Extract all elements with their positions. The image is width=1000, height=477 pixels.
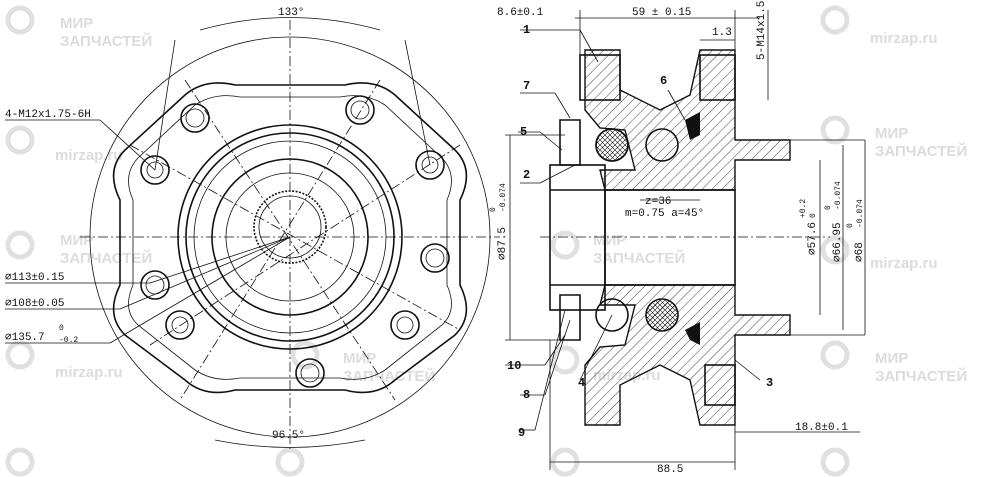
thread-note-label: 4-M12x1.75-6H	[5, 109, 91, 121]
watermark-domain: mirzap.ru	[870, 30, 938, 47]
section-view: 1 2 3 4 5 6 7 8 9 10 8.6±0.1 59 ± 0.15 1…	[489, 1, 866, 476]
watermark: mirzap.ru	[820, 5, 938, 47]
watermark-domain: mirzap.ru	[870, 255, 938, 272]
dia-113-label: ⌀113±0.15	[5, 272, 64, 284]
dim-57-tol-upper: +0.2	[799, 199, 808, 218]
watermark-line1: МИР	[60, 232, 93, 249]
watermark-line1: МИР	[60, 15, 93, 32]
dim-57: ⌀57.6	[807, 222, 819, 255]
ball-lower-inner	[595, 298, 629, 332]
dim-88-5: 88.5	[657, 464, 683, 476]
watermark-line1: МИР	[343, 350, 376, 367]
callout-4: 4	[578, 376, 585, 390]
centerline-diag3	[184, 79, 396, 401]
dim-68-tol-upper: 0	[846, 223, 855, 228]
callout-8: 8	[523, 388, 530, 402]
watermark-line1: МИР	[593, 232, 626, 249]
watermark-line2: ЗАПЧАСТЕЙ	[343, 367, 435, 385]
callout-3: 3	[766, 376, 773, 390]
watermark: mirzap.ru	[5, 340, 123, 381]
stud-right	[699, 54, 736, 101]
dim-66: ⌀66.95	[832, 222, 844, 262]
watermark: mirzap.ru	[820, 235, 938, 272]
centerline-diag2	[149, 144, 461, 346]
watermark: МИР ЗАПЧАСТЕЙ	[550, 230, 685, 267]
dim-18-8: 18.8±0.1	[795, 422, 848, 434]
seal-ring-upper	[685, 112, 700, 140]
dia-108-label: ⌀108±0.05	[5, 298, 64, 310]
top-angle-label: 133°	[278, 7, 304, 19]
front-view: 133° 96.5° 4-M12x1.75-6H ⌀113±0.15 ⌀108±…	[5, 7, 500, 450]
callout-7: 7	[523, 79, 530, 93]
dia-135-tol-upper: 0	[59, 324, 64, 333]
watermark	[275, 447, 305, 477]
watermark-line2: ЗАПЧАСТЕЙ	[60, 249, 152, 267]
spline-m: m=0.75 a=45°	[625, 208, 704, 220]
dim-68-tol-lower: -0.074	[856, 199, 865, 228]
watermark-line2: ЗАПЧАСТЕЙ	[875, 367, 967, 385]
dim-66-tol-upper: 0	[824, 205, 833, 210]
callout-1: 1	[523, 23, 530, 37]
watermark-line1: МИР	[875, 125, 908, 142]
watermark-line2: ЗАПЧАСТЕЙ	[60, 32, 152, 50]
watermark-line1: МИР	[875, 350, 908, 367]
watermark	[5, 447, 35, 477]
watermark-domain: mirzap.ru	[55, 364, 123, 381]
ball-upper-outer	[645, 128, 679, 162]
watermark: mirzap.ru	[5, 125, 123, 164]
dia-135-label: ⌀135.7	[5, 332, 45, 344]
seal-ring-lower	[685, 322, 700, 345]
dim-68: ⌀68	[854, 242, 866, 262]
watermark: МИР ЗАПЧАСТЕЙ	[820, 340, 967, 385]
watermark-line2: ЗАПЧАСТЕЙ	[875, 142, 967, 160]
watermark: МИР ЗАПЧАСТЕЙ	[820, 115, 967, 160]
watermark-line2: ЗАПЧАСТЕЙ	[593, 249, 685, 267]
hub-body-lower	[584, 284, 791, 426]
dim-57-tol-lower: 0	[809, 213, 818, 218]
callout-6: 6	[660, 74, 667, 88]
watermark: МИР ЗАПЧАСТЕЙ	[290, 340, 435, 385]
watermark: МИР ЗАПЧАСТЕЙ	[5, 5, 152, 50]
flange-outline	[112, 82, 468, 394]
seal-upper	[559, 119, 581, 166]
spline-z: z=36	[645, 196, 671, 208]
dim-87-tol-upper: 0	[489, 207, 498, 212]
dim-66-tol-lower: -0.074	[834, 181, 843, 210]
stud-left	[579, 54, 621, 101]
watermark: МИР ЗАПЧАСТЕЙ	[5, 230, 152, 267]
dim-87-tol-lower: -0.074	[499, 183, 508, 212]
watermark	[820, 447, 850, 477]
watermark-layer: МИР ЗАПЧАСТЕЙ mirzap.ru mirzap.ru МИР ЗА…	[5, 5, 967, 477]
dim-stud-thread: 5-M14x1.5	[756, 1, 768, 60]
watermark-domain: mirzap.ru	[55, 147, 123, 164]
bottom-angle-label: 96.5°	[272, 430, 305, 442]
stud-lower	[704, 364, 736, 406]
bolt-holes-m12	[140, 150, 445, 340]
seal-lower	[559, 294, 581, 341]
dim-8-6: 8.6±0.1	[497, 7, 544, 19]
dia-135-tol-lower: -0.2	[59, 336, 78, 345]
callout-5: 5	[520, 125, 527, 139]
ball-lower-outer	[645, 298, 679, 332]
centerline-diag1	[129, 144, 461, 331]
callout-10: 10	[507, 359, 521, 373]
dim-59: 59 ± 0.15	[632, 7, 691, 19]
dim-87: ⌀87.5	[497, 227, 509, 260]
callout-2: 2	[523, 168, 530, 182]
dim-1-3: 1.3	[712, 27, 732, 39]
callout-9: 9	[518, 426, 525, 440]
stud-holes	[140, 95, 450, 388]
